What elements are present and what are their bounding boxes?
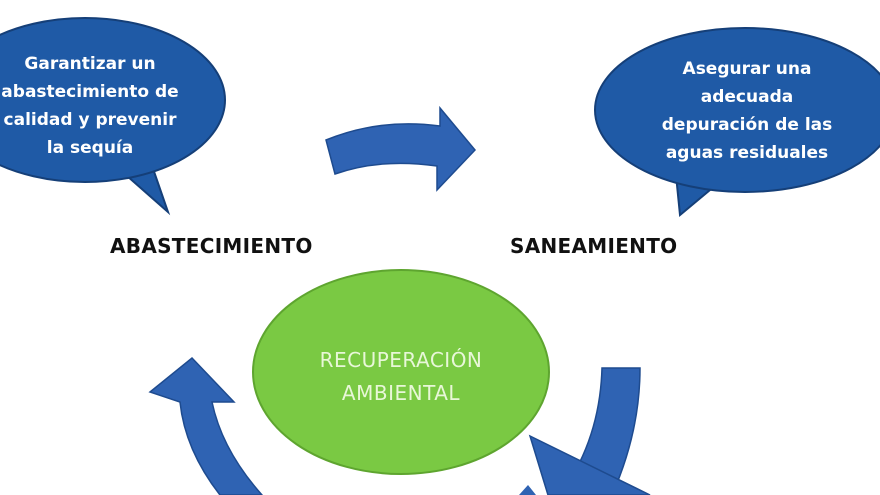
label-abastecimiento: ABASTECIMIENTO: [110, 234, 313, 258]
bubble-left-text: Garantizar un abastecimiento de calidad …: [0, 50, 180, 162]
speech-bubble-left-body: [0, 17, 226, 183]
bubble-right-line: aguas residuales: [665, 143, 829, 163]
center-text-line: RECUPERACIÓN: [319, 348, 483, 372]
bubble-right-line: adecuada: [700, 87, 794, 107]
speech-bubble-left: [0, 17, 226, 216]
center-circle: [252, 269, 550, 475]
center-text: RECUPERACIÓN AMBIENTAL: [255, 344, 547, 410]
arrow-top-right-icon: [325, 105, 477, 192]
speech-bubble-right: [594, 27, 880, 217]
arrow-head-lower-icon: [528, 434, 651, 495]
speech-bubble-right-body: [594, 27, 880, 193]
bubble-left-line: calidad y prevenir: [3, 110, 177, 130]
center-text-line: AMBIENTAL: [341, 381, 461, 405]
bubble-left-line: abastecimiento de: [1, 82, 179, 102]
bubble-right-text: Asegurar una adecuada depuración de las …: [632, 55, 862, 167]
arrow-left-arc-icon: [148, 356, 264, 495]
bubble-right-line: Asegurar una: [682, 59, 812, 79]
bubble-left-line: Garantizar un: [24, 54, 156, 74]
label-saneamiento: SANEAMIENTO: [510, 234, 678, 258]
arrow-tip-bottom-icon: [519, 485, 536, 495]
bubble-left-line: la sequía: [46, 138, 134, 158]
bubble-right-line: depuración de las: [661, 115, 833, 135]
